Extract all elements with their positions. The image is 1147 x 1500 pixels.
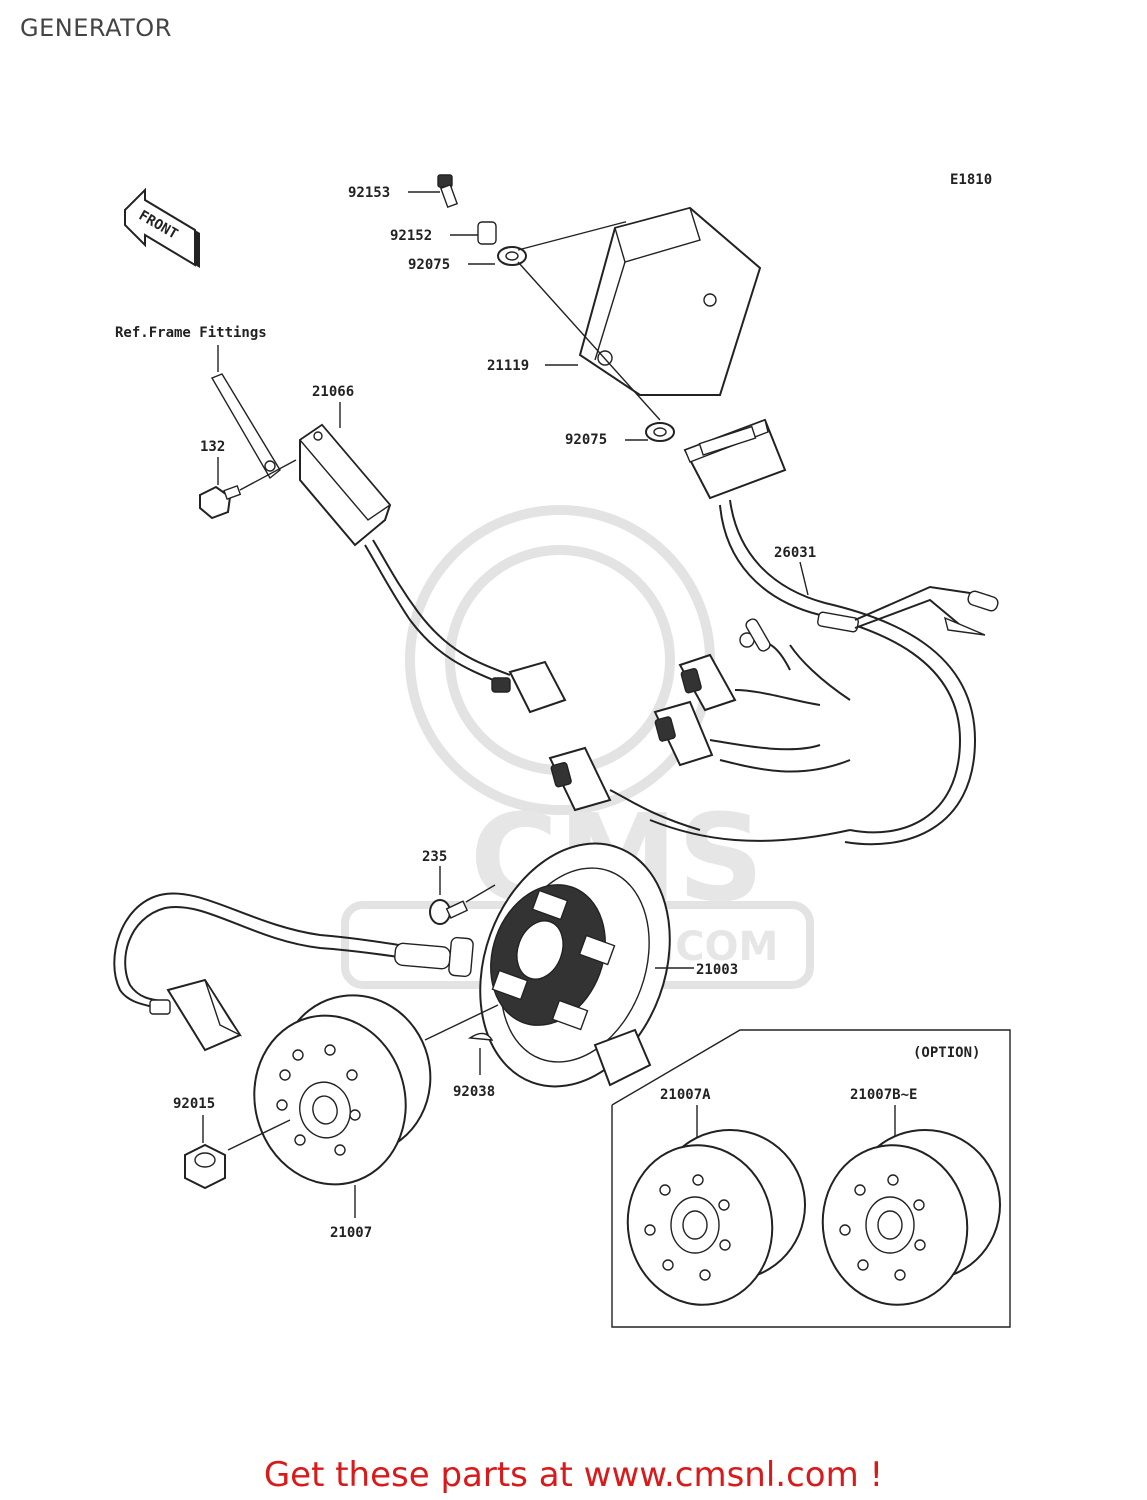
callout-21007a: 21007A — [660, 1087, 711, 1103]
frame-bracket — [210, 373, 281, 480]
woodruff-key-92038 — [467, 1032, 494, 1041]
nut-92015 — [184, 1143, 226, 1190]
harness-connector-26031 — [683, 418, 787, 500]
sub-connector-3 — [548, 746, 612, 812]
option-box: (OPTION) 21007A 21007B~E — [611, 1029, 1011, 1328]
rotor-21007a — [626, 1129, 806, 1306]
harness-sleeve — [817, 611, 859, 633]
option-label: (OPTION) — [913, 1045, 980, 1061]
front-direction-marker: FRONT — [124, 187, 200, 268]
callout-92152: 92152 — [390, 228, 432, 244]
page-title: GENERATOR — [20, 14, 172, 42]
cdi-unit-21066 — [298, 423, 392, 547]
ref-note: Ref.Frame Fittings — [115, 325, 267, 341]
bolt-132 — [199, 484, 242, 520]
callout-21003: 21003 — [696, 962, 738, 978]
watermark-url-text: .COM — [660, 924, 778, 970]
callout-92153: 92153 — [348, 185, 390, 201]
callout-21066: 21066 — [312, 384, 354, 400]
callout-92075-upper: 92075 — [408, 257, 450, 273]
callout-92015: 92015 — [173, 1096, 215, 1112]
collar-92152 — [477, 221, 497, 245]
sub-connector-1 — [678, 653, 737, 712]
callout-26031: 26031 — [774, 545, 816, 561]
callout-132: 132 — [200, 439, 225, 455]
regulator-21119 — [578, 206, 762, 396]
bolt-92153 — [437, 174, 459, 209]
diagram-code: E1810 — [950, 172, 992, 188]
callout-21119: 21119 — [487, 358, 529, 374]
callout-235: 235 — [422, 849, 447, 865]
callout-21007: 21007 — [330, 1225, 372, 1241]
footer-link[interactable]: Get these parts at www.cmsnl.com ! — [263, 1455, 884, 1495]
bolt-235 — [429, 899, 469, 925]
callout-21007b: 21007B~E — [850, 1087, 917, 1103]
callout-92075-lower: 92075 — [565, 432, 607, 448]
stator-connector — [149, 978, 243, 1052]
rotor-21007b-e — [821, 1129, 1001, 1306]
watermark-inner-ring — [445, 545, 675, 775]
stator-21003 — [479, 842, 671, 1088]
cdi-connector — [491, 660, 567, 714]
callout-92038: 92038 — [453, 1084, 495, 1100]
stator-grommet — [394, 936, 474, 978]
rotor-21007 — [253, 994, 432, 1186]
sub-connector-2 — [653, 700, 714, 767]
